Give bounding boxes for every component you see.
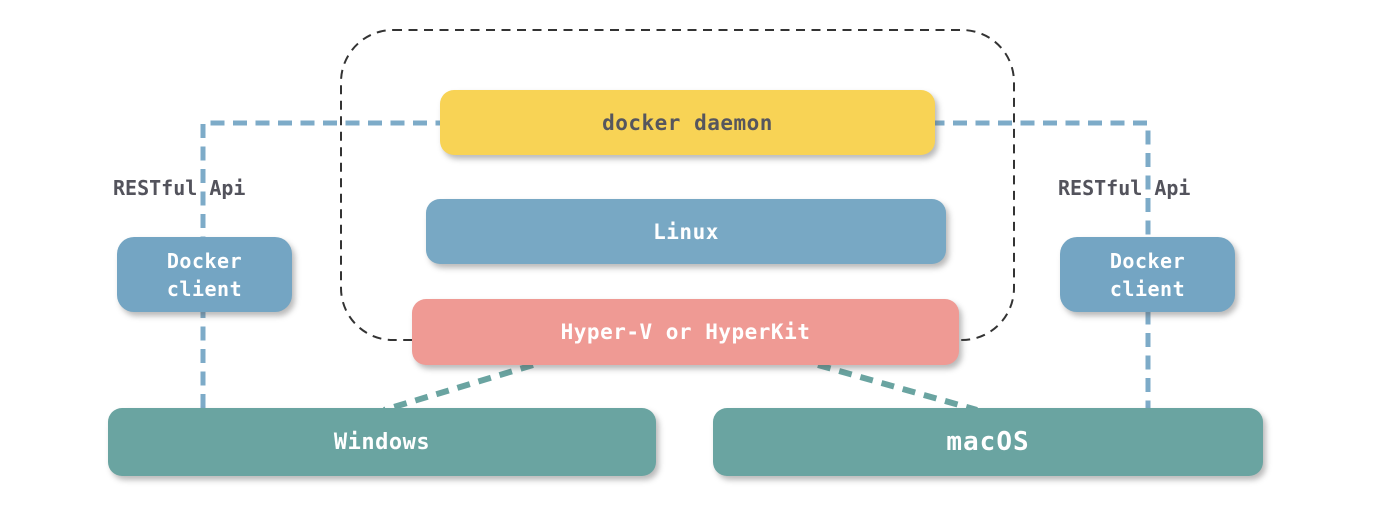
hypervisor-windows-connection-line bbox=[383, 362, 534, 413]
docker-daemon-node: docker daemon bbox=[440, 90, 935, 155]
macos-node: macOS bbox=[713, 408, 1263, 476]
windows-node: Windows bbox=[108, 408, 656, 476]
restful-api-label-left: RESTful Api bbox=[113, 176, 246, 200]
docker-client-left-node: Docker client bbox=[117, 237, 292, 312]
docker-client-right-node: Docker client bbox=[1060, 237, 1235, 312]
hypervisor-macos-connection-line bbox=[817, 362, 978, 413]
hypervisor-node: Hyper-V or HyperKit bbox=[412, 299, 959, 365]
restful-api-label-right: RESTful Api bbox=[1058, 176, 1191, 200]
vm-boundary-outline bbox=[340, 29, 1015, 341]
restful-api-connection-line bbox=[200, 120, 1151, 408]
linux-node: Linux bbox=[426, 199, 946, 264]
